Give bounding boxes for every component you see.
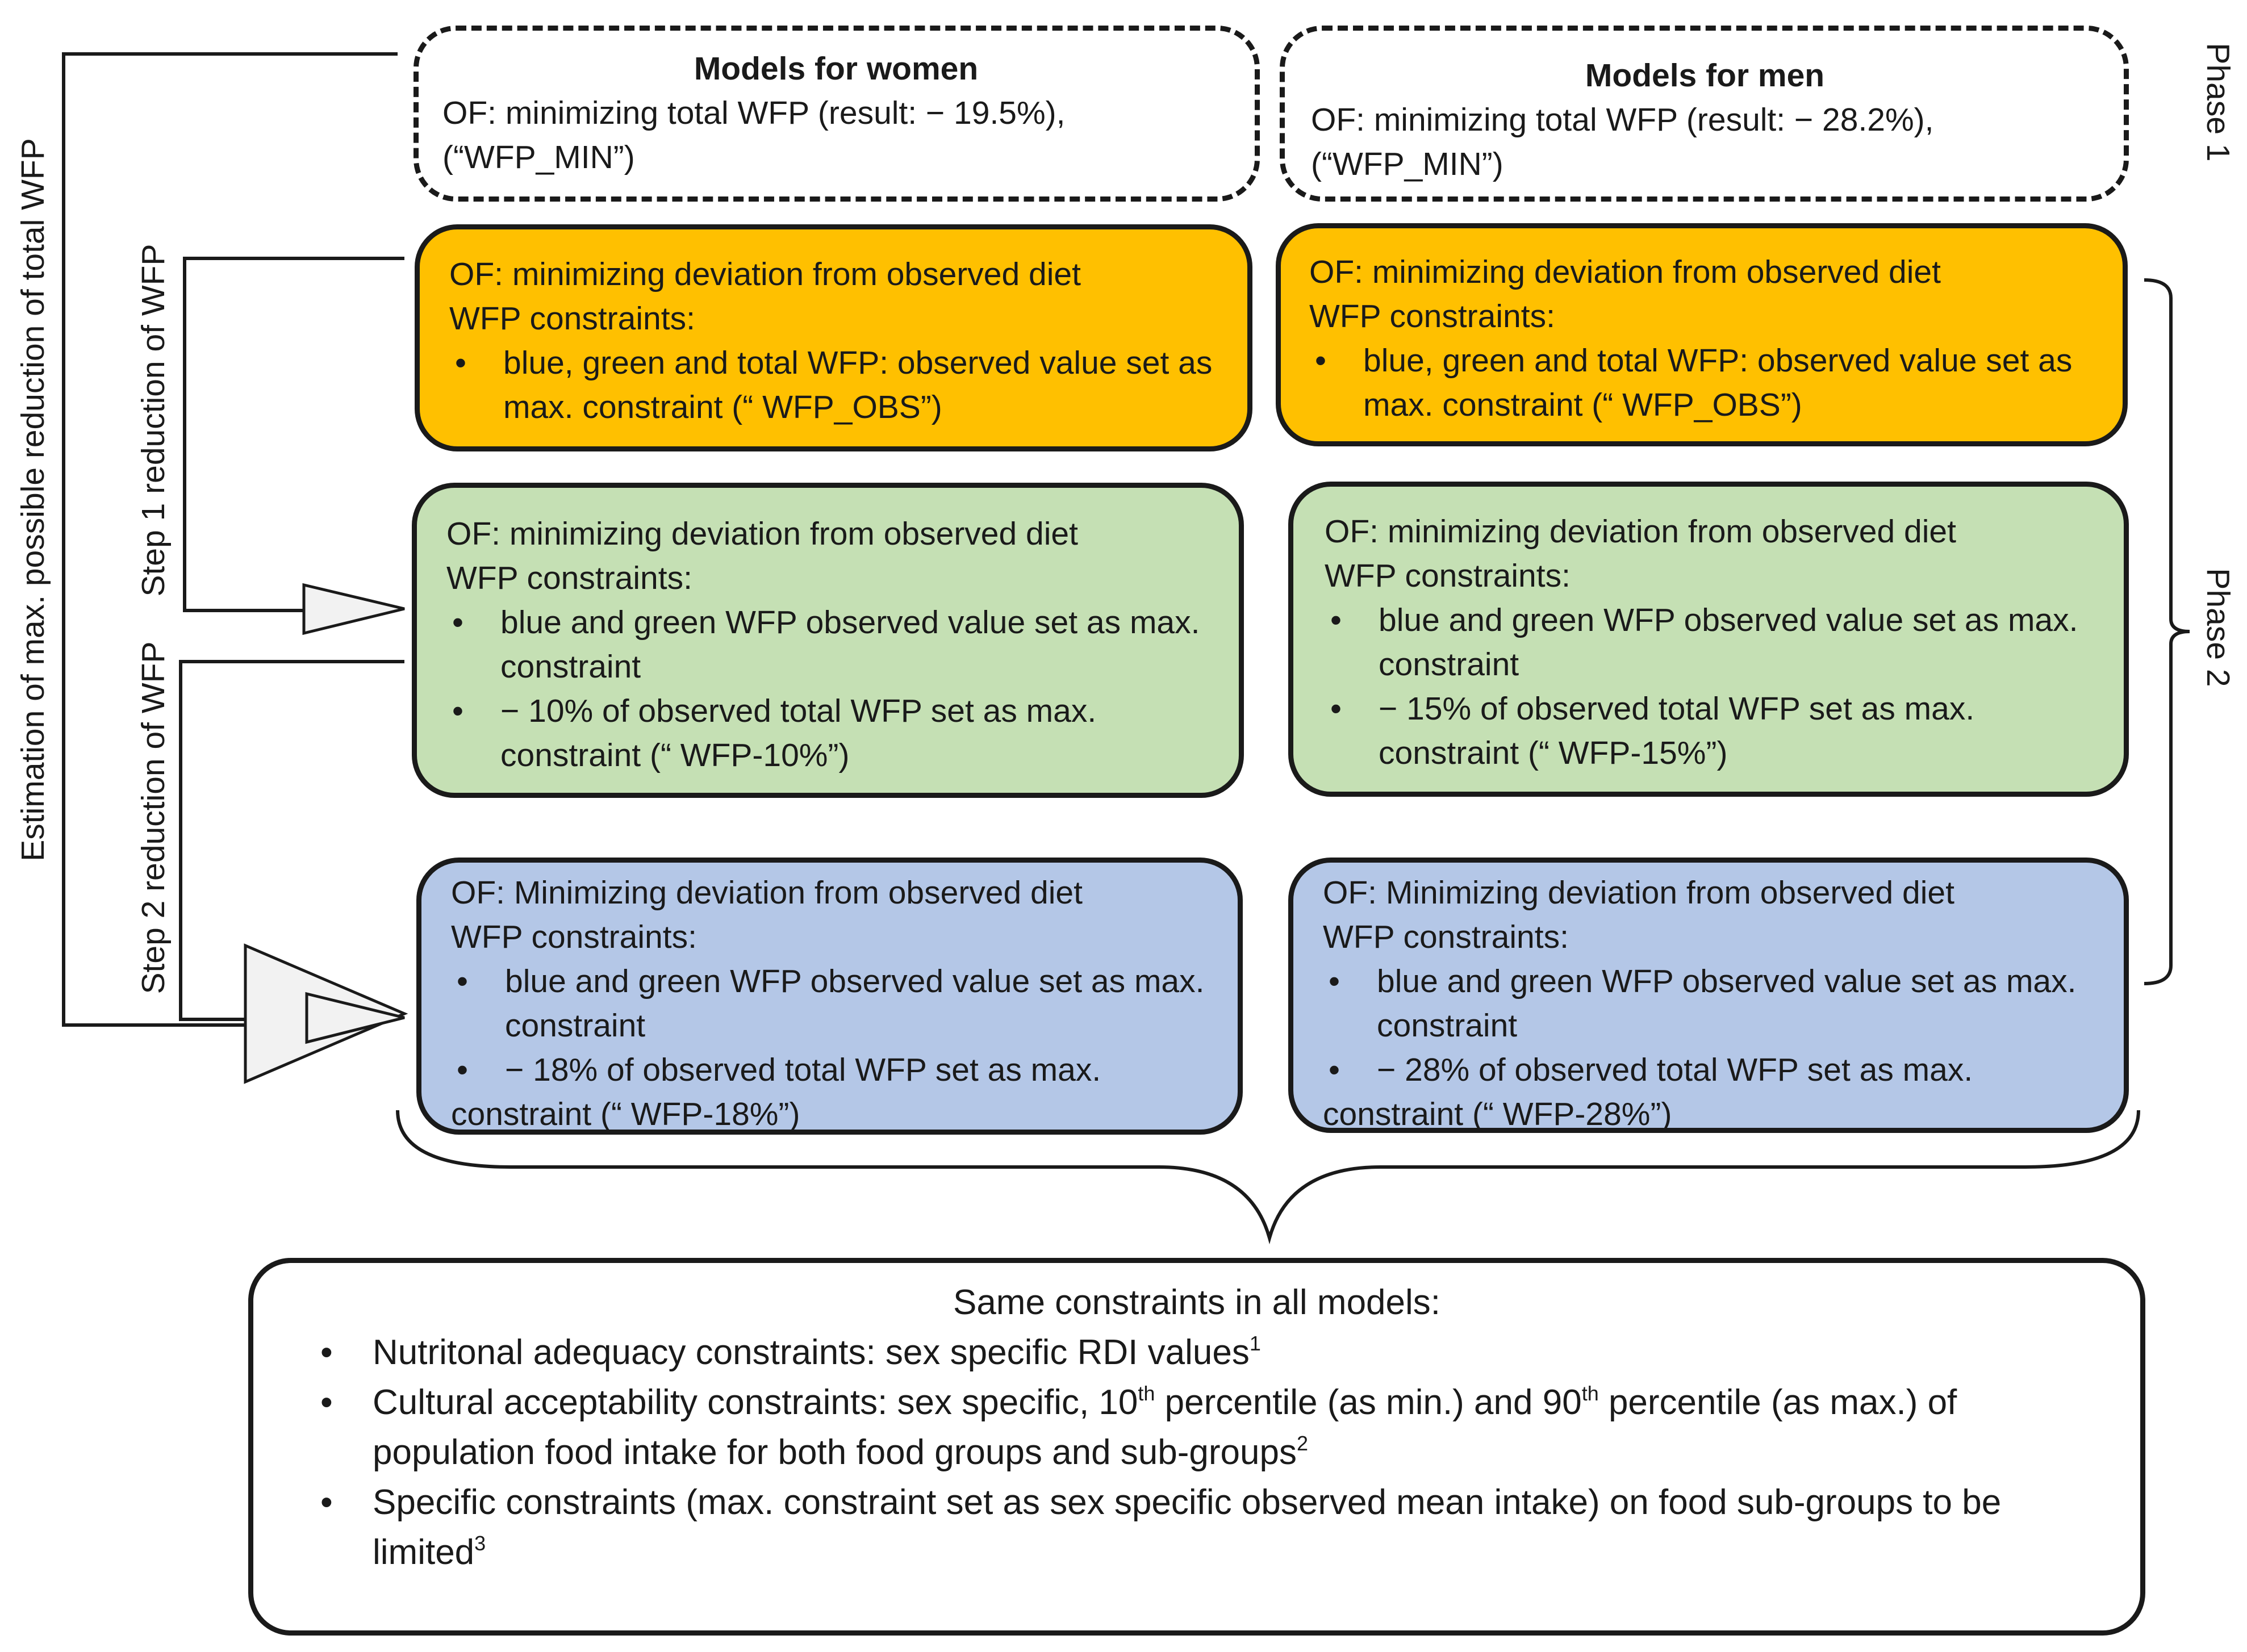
men-28-bullet1: blue and green WFP observed value set as… — [1323, 959, 2099, 1048]
common-title: Same constraints in all models: — [953, 1283, 1441, 1322]
men-obs-box: OF: minimizing deviation from observed d… — [1276, 223, 2128, 446]
phase1-women-box: Models for women OF: minimizing total WF… — [414, 26, 1260, 202]
women-10-bullet1: blue and green WFP observed value set as… — [446, 600, 1214, 689]
phase1-men-box: Models for men OF: minimizing total WFP … — [1280, 26, 2129, 202]
men-obs-constraints: WFP constraints: — [1309, 298, 1555, 334]
men-15-constraints: WFP constraints: — [1325, 558, 1571, 594]
common-constraints-box: Same constraints in all models: Nutriton… — [248, 1258, 2145, 1636]
phase1-women-line1: OF: minimizing total WFP (result: − 19.5… — [442, 95, 1066, 131]
women-obs-constraints: WFP constraints: — [449, 300, 695, 337]
step2-arrowhead — [305, 992, 405, 1044]
men-28-of: OF: Minimizing deviation from observed d… — [1323, 875, 1954, 911]
step1-label: Step 1 reduction of WFP — [135, 244, 172, 597]
phase2-label: Phase 2 — [2200, 568, 2236, 687]
men-15-bullet2: − 15% of observed total WFP set as max. … — [1325, 687, 2099, 775]
men-15-box: OF: minimizing deviation from observed d… — [1288, 482, 2129, 797]
bottom-brace — [396, 1110, 2140, 1245]
men-title: Models for men — [1585, 57, 1825, 94]
men-28-bullet2: − 28% of observed total WFP set as max. … — [1323, 1048, 2099, 1136]
phase2-bracket — [2144, 278, 2190, 985]
men-15-of: OF: minimizing deviation from observed d… — [1325, 513, 1956, 550]
men-28-box: OF: Minimizing deviation from observed d… — [1288, 858, 2129, 1133]
women-18-of: OF: Minimizing deviation from observed d… — [451, 875, 1083, 911]
women-obs-of: OF: minimizing deviation from observed d… — [449, 256, 1081, 292]
women-18-bullet1: blue and green WFP observed value set as… — [451, 959, 1213, 1048]
women-18-constraints: WFP constraints: — [451, 919, 697, 955]
women-obs-box: OF: minimizing deviation from observed d… — [415, 224, 1252, 451]
common-item-nutrition: Nutritonal adequacy constraints: sex spe… — [287, 1328, 2106, 1378]
common-item-cultural: Cultural acceptability constraints: sex … — [287, 1378, 2106, 1478]
women-title: Models for women — [694, 51, 979, 87]
women-10-box: OF: minimizing deviation from observed d… — [412, 483, 1244, 798]
women-18-box: OF: Minimizing deviation from observed d… — [416, 858, 1243, 1135]
phase1-men-line2: (“WFP_MIN”) — [1311, 146, 1503, 182]
women-obs-bullet: blue, green and total WFP: observed valu… — [449, 341, 1222, 429]
common-item-specific: Specific constraints (max. constraint se… — [287, 1478, 2106, 1578]
women-10-bullet2: − 10% of observed total WFP set as max. … — [446, 689, 1214, 777]
estimation-label: Estimation of max. possible reduction of… — [15, 138, 51, 861]
phase1-men-line1: OF: minimizing total WFP (result: − 28.2… — [1311, 102, 1934, 138]
step2-label: Step 2 reduction of WFP — [135, 641, 172, 994]
step1-bracket — [183, 257, 404, 612]
step1-arrowhead — [302, 583, 405, 635]
men-obs-bullet: blue, green and total WFP: observed valu… — [1309, 338, 2098, 427]
women-18-bullet2: − 18% of observed total WFP set as max. … — [451, 1048, 1213, 1136]
phase1-label: Phase 1 — [2200, 43, 2236, 162]
estimation-bracket — [62, 52, 398, 1027]
women-10-of: OF: minimizing deviation from observed d… — [446, 516, 1078, 552]
men-obs-of: OF: minimizing deviation from observed d… — [1309, 254, 1941, 290]
men-15-bullet1: blue and green WFP observed value set as… — [1325, 598, 2099, 687]
women-10-constraints: WFP constraints: — [446, 560, 692, 596]
step2-bracket — [179, 660, 404, 1021]
phase1-women-line2: (“WFP_MIN”) — [442, 139, 635, 175]
men-28-constraints: WFP constraints: — [1323, 919, 1569, 955]
